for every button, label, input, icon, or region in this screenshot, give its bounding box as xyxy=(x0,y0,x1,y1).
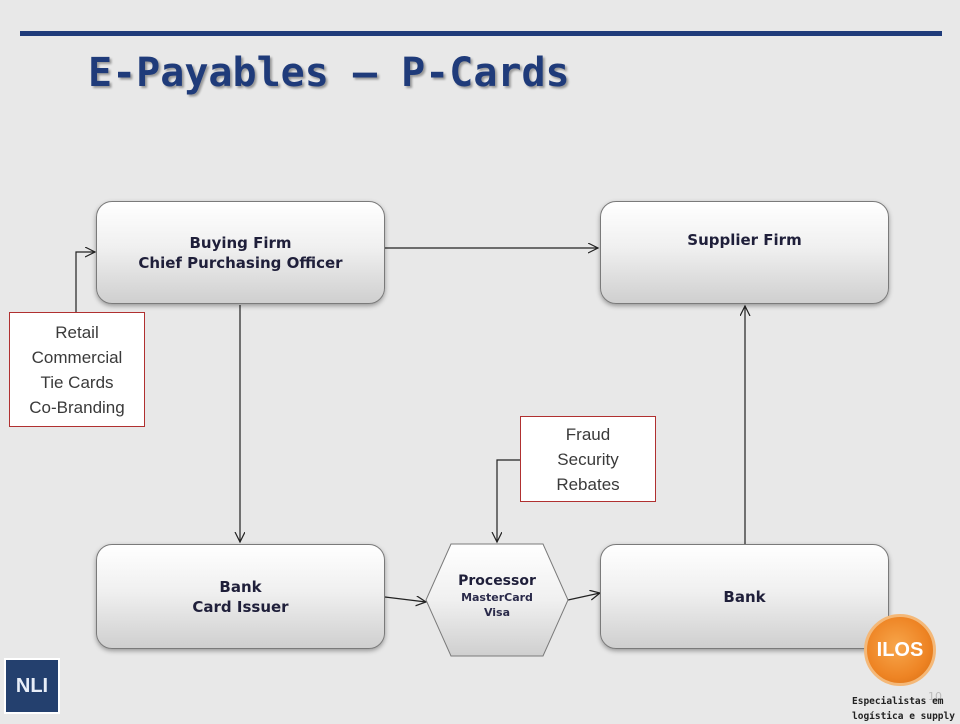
slide-title: E-Payables – P-Cards xyxy=(88,50,570,96)
processor-text: Processor MasterCard Visa xyxy=(426,572,568,620)
bank-label: Bank xyxy=(723,587,766,606)
processor-services-note: Fraud Security Rebates xyxy=(520,416,656,502)
ilos-tagline: Especialistas em logística e supply chai… xyxy=(852,694,960,724)
processor-title: Processor xyxy=(458,573,536,589)
supplier-firm-node: Supplier Firm xyxy=(600,201,889,304)
arrow-issuer-to-processor xyxy=(384,597,426,602)
card-issuer-node: Bank Card Issuer xyxy=(96,544,385,649)
card-type-item: Commercial xyxy=(31,347,123,367)
card-issuer-bank-label: Bank xyxy=(219,577,262,596)
tagline-line-1: Especialistas em xyxy=(852,696,944,707)
card-type-item: Tie Cards xyxy=(40,372,114,392)
service-item: Security xyxy=(557,449,619,469)
arrow-processor-to-bank xyxy=(567,593,600,601)
card-issuer-role: Card Issuer xyxy=(192,597,289,616)
arrow-services-to-processor xyxy=(497,459,520,542)
buying-firm-node: Buying Firm Chief Purchasing Officer xyxy=(96,201,385,304)
card-types-note: Retail Commercial Tie Cards Co-Branding xyxy=(9,312,145,427)
supplier-firm-label: Supplier Firm xyxy=(687,231,802,249)
card-type-item: Co-Branding xyxy=(29,397,125,417)
nli-logo: NLI xyxy=(4,658,60,714)
processor-brand-mastercard: MasterCard xyxy=(461,591,533,604)
nli-logo-text: NLI xyxy=(15,674,49,697)
service-item: Rebates xyxy=(556,474,620,494)
buying-firm-role: Chief Purchasing Officer xyxy=(138,253,343,272)
title-rule xyxy=(20,31,942,36)
arrow-cardtypes-to-buying xyxy=(75,252,95,312)
page-number: 10 xyxy=(928,690,942,703)
buying-firm-label: Buying Firm xyxy=(189,233,292,252)
processor-brand-visa: Visa xyxy=(483,606,511,619)
processor-hexagon xyxy=(425,543,569,657)
ilos-logo-text: ILOS xyxy=(876,638,924,661)
tagline-line-2: logística e supply chain xyxy=(852,711,960,722)
bank-node: Bank xyxy=(600,544,889,649)
service-item: Fraud xyxy=(565,424,611,444)
ilos-logo: ILOS xyxy=(864,614,936,686)
card-type-item: Retail xyxy=(55,322,99,342)
